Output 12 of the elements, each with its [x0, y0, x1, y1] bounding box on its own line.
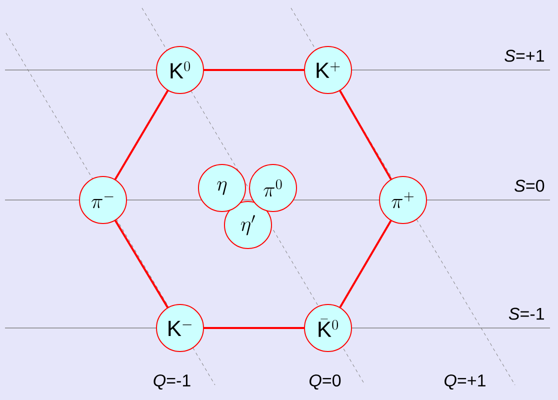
axis-label: Q=+1	[444, 374, 486, 390]
axis-label: S=0	[514, 180, 544, 192]
hexagon-edge	[339, 220, 392, 308]
axis-label: Q=-1	[154, 374, 190, 390]
axis-label: S=-1	[508, 308, 544, 320]
axis-label: S=+1	[504, 50, 544, 62]
hexagon-edge	[339, 90, 392, 180]
hexagon-edge	[204, 69, 304, 71]
axis-label: Q=0	[310, 374, 341, 390]
hexagon-edge	[204, 327, 304, 329]
hexagon-edge	[114, 220, 168, 308]
hexagon-edge	[114, 90, 169, 180]
